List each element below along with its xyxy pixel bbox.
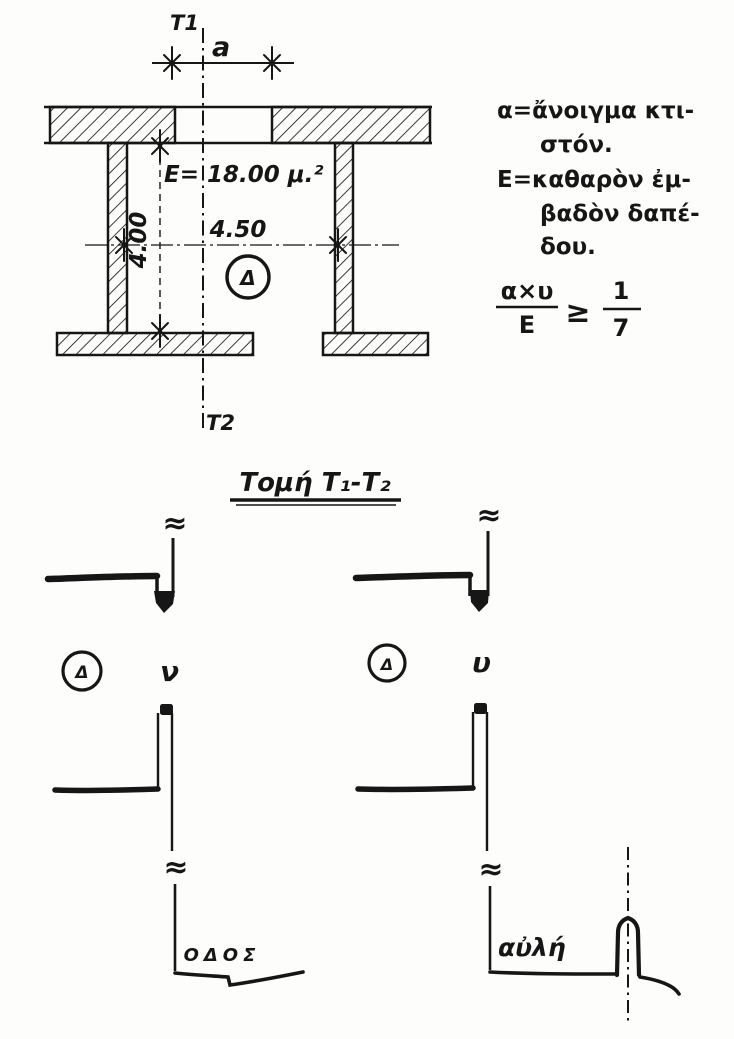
legend: α=ἄνοιγμα κτι- στόν. Ε=καθαρὸν ἐμ- βαδὸν…	[497, 98, 700, 260]
hatched-wall-top-left	[48, 105, 177, 145]
sill-cap	[474, 703, 487, 714]
depth-dim-label: 4.00	[126, 212, 152, 270]
delta-glyph: Δ	[73, 663, 88, 683]
section-left: ≈ Δ ν ≈ ΟΔΟΣ	[44, 506, 305, 988]
hatched-wall-top-right	[270, 105, 432, 145]
opening-dim-label: a	[212, 32, 230, 63]
delta-glyph: Δ	[238, 266, 255, 290]
opening-height-label-left: ν	[160, 655, 179, 688]
lintel-blob	[470, 590, 489, 612]
floor-slab	[355, 785, 476, 793]
section-mark-t2: T2	[206, 411, 235, 435]
formula-rhs-denominator: 7	[613, 314, 630, 342]
plan-view: T1 T2 a 4.00 4.50 E= 18.00 μ.²	[44, 11, 432, 435]
ratio-formula: α×υ E ≥ 1 7	[496, 277, 641, 342]
section-right: ≈ Δ υ ≈ αὐλή	[352, 498, 681, 1022]
delta-glyph: Δ	[379, 655, 393, 674]
ceiling-slab	[44, 572, 161, 583]
courtyard-label: αὐλή	[498, 933, 566, 962]
formula-relation: ≥	[565, 295, 590, 330]
area-label: E= 18.00 μ.²	[164, 162, 323, 188]
break-symbol: ≈	[162, 506, 187, 541]
legend-line-4: βαδὸν δαπέ-	[540, 201, 700, 227]
break-symbol: ≈	[476, 498, 501, 533]
room-symbol-plan: Δ	[225, 254, 271, 300]
legend-line-2: στόν.	[540, 132, 613, 158]
ground-right-of-well	[638, 975, 681, 996]
legend-line-5: δου.	[540, 234, 596, 260]
break-symbol: ≈	[478, 852, 503, 887]
room-symbol-left-section: Δ	[61, 650, 103, 692]
street-label: ΟΔΟΣ	[184, 945, 261, 966]
section-mark-t1: T1	[170, 11, 199, 35]
courtyard-well	[614, 847, 681, 1022]
section-heading: Τομή Τ₁-Τ₂	[230, 468, 401, 506]
formula-numerator: α×υ	[501, 277, 554, 305]
section-heading-text: Τομή Τ₁-Τ₂	[239, 468, 391, 498]
opening-height-label-right: υ	[472, 646, 491, 679]
sill-cap	[160, 704, 173, 715]
break-symbol: ≈	[163, 850, 188, 885]
lintel-blob	[154, 591, 175, 613]
courtyard-ground-line	[488, 970, 618, 976]
legend-line-1: α=ἄνοιγμα κτι-	[497, 98, 694, 124]
hatched-wall-bottom-right	[321, 331, 430, 357]
hatched-wall-bottom-left	[55, 331, 255, 357]
ceiling-slab	[352, 571, 474, 582]
formula-rhs-numerator: 1	[613, 277, 630, 305]
formula-denominator: E	[519, 311, 535, 339]
legend-line-3: Ε=καθαρὸν ἐμ-	[497, 167, 691, 193]
street-ground-line	[173, 970, 305, 988]
floor-slab	[52, 786, 161, 794]
width-dim-label: 4.50	[209, 217, 267, 243]
room-symbol-right-section: Δ	[367, 643, 407, 683]
